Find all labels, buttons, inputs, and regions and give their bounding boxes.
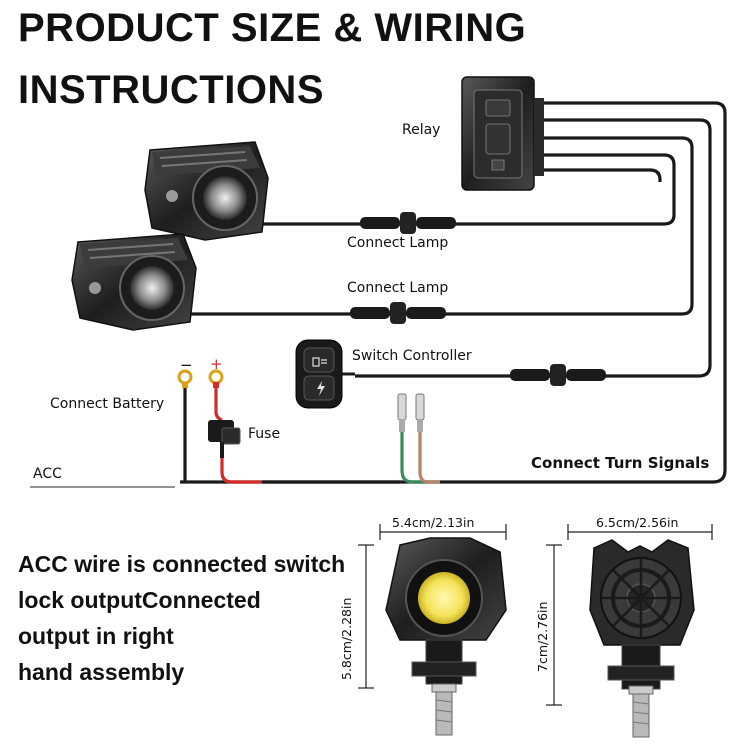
ring-terminal-icon-positive <box>208 369 224 388</box>
front-lamp-dimension-lines <box>358 524 507 689</box>
back-height-label: 7cm/2.76in <box>535 601 550 672</box>
negative-terminal-label: − <box>180 356 193 374</box>
connect-lamp-label-2: Connect Lamp <box>347 280 449 296</box>
back-lamp-dimension-lines <box>546 524 713 706</box>
connect-turn-signals-label: Connect Turn Signals <box>531 454 710 472</box>
switch-connector <box>510 364 606 386</box>
relay-icon <box>461 76 544 191</box>
acc-note-line-3: output in right <box>18 623 174 649</box>
connect-battery-label: Connect Battery <box>50 396 165 412</box>
ring-terminal-icon-negative <box>177 369 193 388</box>
fuse-icon <box>208 420 241 458</box>
spade-connector-icon-brown <box>415 393 425 432</box>
switch-icon <box>295 339 355 409</box>
front-lamp-product <box>385 537 507 736</box>
back-width-label: 6.5cm/2.56in <box>596 515 679 530</box>
lamp-icon-lower <box>71 233 197 331</box>
acc-note: ACC wire is connected switch lock output… <box>18 546 348 690</box>
acc-note-line-4: hand assembly <box>18 659 185 685</box>
spade-connector-icon-green <box>397 393 407 432</box>
lamp-icon-upper <box>144 141 269 241</box>
connect-lamp-label-1: Connect Lamp <box>347 235 449 251</box>
acc-label: ACC <box>33 466 62 482</box>
battery-wires <box>183 382 440 484</box>
relay-wires <box>180 101 727 484</box>
acc-note-line-1: ACC wire is connected switch <box>18 551 346 577</box>
back-lamp-product <box>589 539 695 738</box>
fuse-label: Fuse <box>248 426 281 442</box>
lamp-connector-2 <box>350 302 446 324</box>
relay-label: Relay <box>402 122 441 138</box>
acc-note-line-2: lock outputConnected <box>18 587 261 613</box>
front-height-label: 5.8cm/2.28in <box>339 597 354 680</box>
switch-controller-label: Switch Controller <box>352 348 472 364</box>
page-title-line-2: INSTRUCTIONS <box>18 68 324 112</box>
positive-terminal-label: + <box>210 355 223 373</box>
lamp-connector-1 <box>360 212 456 234</box>
front-width-label: 5.4cm/2.13in <box>392 515 475 530</box>
page-title-line-1: PRODUCT SIZE & WIRING <box>18 6 527 50</box>
